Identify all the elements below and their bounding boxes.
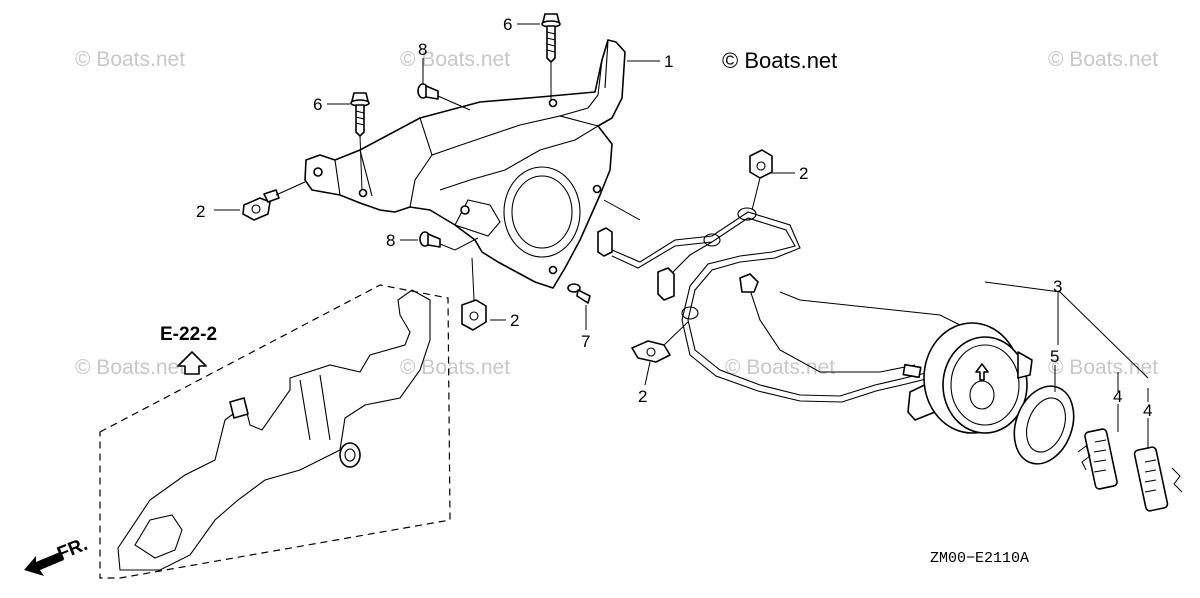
warning-label <box>1077 428 1118 490</box>
callout-2: 2 <box>196 202 205 221</box>
warning-label <box>1133 446 1183 512</box>
watermark: © Boats.net <box>1048 48 1158 71</box>
watermark: © Boats.net <box>75 48 185 71</box>
callout-numbers: 1 2 2 2 2 3 4 4 5 6 6 7 8 8 <box>196 15 1152 420</box>
seal-ring <box>1013 385 1075 465</box>
callout-3: 3 <box>1053 277 1062 296</box>
reference-outline <box>99 284 451 579</box>
callout-2: 2 <box>638 387 647 406</box>
callout-6: 6 <box>503 15 512 34</box>
brand-label: © Boats.net <box>722 48 837 73</box>
callout-4: 4 <box>1113 387 1122 406</box>
wire-clip <box>242 181 306 221</box>
screw <box>419 231 479 251</box>
front-arrow-icon <box>24 552 64 576</box>
watermark: © Boats.net <box>400 48 510 71</box>
direction-label: FR. <box>54 534 90 565</box>
callout-5: 5 <box>1050 347 1059 366</box>
wire-harness <box>597 199 971 403</box>
flange-bolt <box>541 13 561 100</box>
screw <box>417 83 471 111</box>
callout-8: 8 <box>386 231 395 250</box>
wire-clip <box>631 321 689 363</box>
callout-6: 6 <box>313 95 322 114</box>
watermark: © Boats.net <box>75 356 185 379</box>
wire-clip <box>461 257 487 331</box>
watermark: © Boats.net <box>725 356 835 379</box>
flange-bolt <box>350 92 370 191</box>
callout-8: 8 <box>418 40 427 59</box>
callout-7: 7 <box>581 332 590 351</box>
callout-leaders <box>214 23 1149 448</box>
wire-clip <box>749 149 773 211</box>
reference-label: E-22-2 <box>160 324 217 345</box>
screw <box>567 283 591 304</box>
watermark: © Boats.net <box>1048 356 1158 379</box>
callout-2: 2 <box>510 311 519 330</box>
callout-4: 4 <box>1143 401 1152 420</box>
diagram-code: ZM00−E2110A <box>930 550 1029 567</box>
reference-arrow <box>177 351 207 375</box>
motor-unit <box>902 322 1033 434</box>
callout-2: 2 <box>799 164 808 183</box>
watermark-layer: © Boats.net © Boats.net © Boats.net © Bo… <box>75 48 1158 379</box>
watermark: © Boats.net <box>400 356 510 379</box>
main-bracket <box>304 39 626 289</box>
callout-1: 1 <box>664 52 673 71</box>
